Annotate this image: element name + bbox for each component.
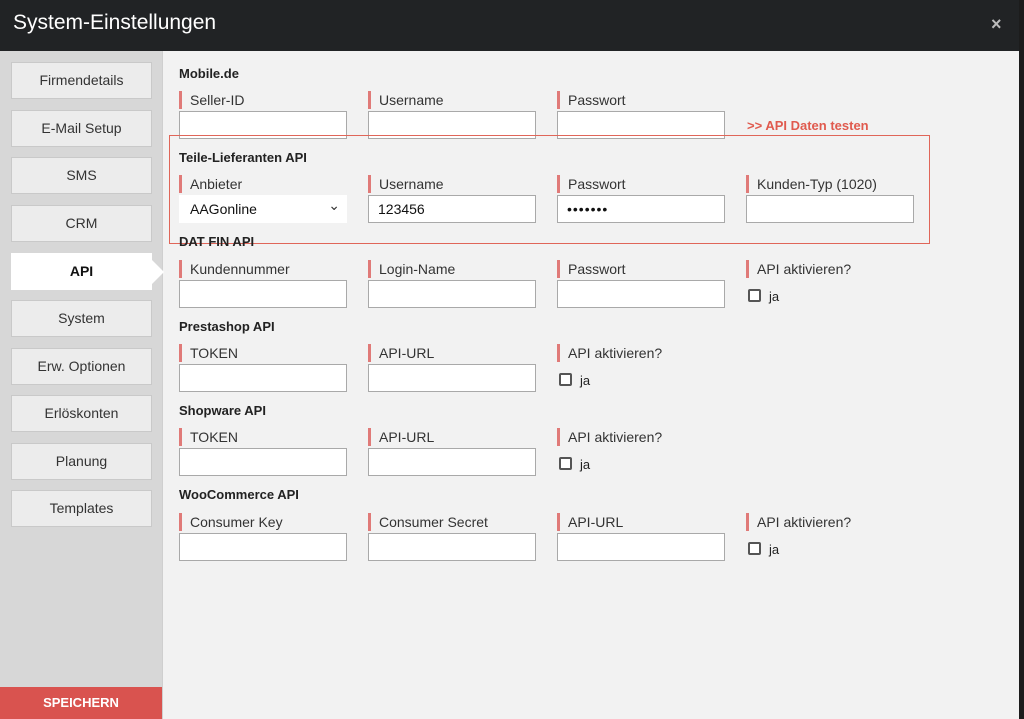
- section-title-prestashop: Prestashop API: [179, 319, 275, 334]
- label-presta-api-aktivieren: API aktivieren?: [557, 344, 662, 362]
- save-button[interactable]: SPEICHERN: [0, 687, 162, 719]
- presta-token-input[interactable]: [179, 364, 347, 392]
- background-strip: [1019, 0, 1024, 719]
- shopware-api-url-input[interactable]: [368, 448, 536, 476]
- label-teile-passwort: Passwort: [557, 175, 626, 193]
- login-name-input[interactable]: [368, 280, 536, 308]
- sidebar-item-sms[interactable]: SMS: [11, 157, 152, 194]
- label-presta-token: TOKEN: [179, 344, 238, 362]
- sidebar-item-erw-optionen[interactable]: Erw. Optionen: [11, 348, 152, 385]
- dat-api-checkbox[interactable]: [748, 289, 761, 302]
- sidebar-item-planung[interactable]: Planung: [11, 443, 152, 480]
- teile-password-input[interactable]: •••••••: [557, 195, 725, 223]
- api-test-link[interactable]: >> API Daten testen: [747, 118, 869, 133]
- label-kundennummer: Kundennummer: [179, 260, 290, 278]
- sidebar-item-email-setup[interactable]: E-Mail Setup: [11, 110, 152, 147]
- label-dat-passwort: Passwort: [557, 260, 626, 278]
- section-title-mobile: Mobile.de: [179, 66, 239, 81]
- label-woo-api-aktivieren: API aktivieren?: [746, 513, 851, 531]
- mobile-password-input[interactable]: [557, 111, 725, 139]
- woo-api-checkbox[interactable]: [748, 542, 761, 555]
- label-seller-id: Seller-ID: [179, 91, 244, 109]
- section-title-dat: DAT FIN API: [179, 234, 255, 249]
- active-indicator-arrow: [152, 260, 164, 284]
- sidebar-item-templates[interactable]: Templates: [11, 490, 152, 527]
- label-kunden-typ: Kunden-Typ (1020): [746, 175, 877, 193]
- sidebar-item-firmendetails[interactable]: Firmendetails: [11, 62, 152, 99]
- label-shopware-api-aktivieren: API aktivieren?: [557, 428, 662, 446]
- label-consumer-secret: Consumer Secret: [368, 513, 488, 531]
- sidebar-item-erloeskonten[interactable]: Erlöskonten: [11, 395, 152, 432]
- kunden-typ-input[interactable]: [746, 195, 914, 223]
- label-anbieter: Anbieter: [179, 175, 242, 193]
- label-presta-api-url: API-URL: [368, 344, 434, 362]
- label-mobile-passwort: Passwort: [557, 91, 626, 109]
- dialog-title: System-Einstellungen: [13, 11, 217, 34]
- sidebar-item-api[interactable]: API: [11, 253, 152, 290]
- label-shopware-token: TOKEN: [179, 428, 238, 446]
- anbieter-selected-value: AAGonline: [190, 201, 257, 217]
- sidebar-item-system[interactable]: System: [11, 300, 152, 337]
- section-title-woocommerce: WooCommerce API: [179, 487, 299, 502]
- kundennummer-input[interactable]: [179, 280, 347, 308]
- label-mobile-username: Username: [368, 91, 444, 109]
- presta-api-url-input[interactable]: [368, 364, 536, 392]
- presta-api-checkbox[interactable]: [559, 373, 572, 386]
- close-icon[interactable]: ×: [991, 14, 1002, 34]
- label-consumer-key: Consumer Key: [179, 513, 283, 531]
- label-teile-username: Username: [368, 175, 444, 193]
- dat-checkbox-label: ja: [769, 289, 780, 304]
- label-woo-api-url: API-URL: [557, 513, 623, 531]
- anbieter-select[interactable]: AAGonline: [179, 192, 347, 223]
- seller-id-input[interactable]: [179, 111, 347, 139]
- shopware-checkbox-label: ja: [580, 457, 591, 472]
- label-shopware-api-url: API-URL: [368, 428, 434, 446]
- section-title-shopware: Shopware API: [179, 403, 266, 418]
- label-login-name: Login-Name: [368, 260, 455, 278]
- consumer-secret-input[interactable]: [368, 533, 536, 561]
- consumer-key-input[interactable]: [179, 533, 347, 561]
- woo-checkbox-label: ja: [769, 542, 780, 557]
- settings-dialog: Firmendetails E-Mail Setup SMS CRM API S…: [0, 51, 1019, 719]
- presta-checkbox-label: ja: [580, 373, 591, 388]
- teile-username-input[interactable]: 123456: [368, 195, 536, 223]
- sidebar-item-crm[interactable]: CRM: [11, 205, 152, 242]
- dialog-titlebar: System-Einstellungen ×: [0, 0, 1019, 51]
- label-dat-api-aktivieren: API aktivieren?: [746, 260, 851, 278]
- shopware-api-checkbox[interactable]: [559, 457, 572, 470]
- settings-sidebar: Firmendetails E-Mail Setup SMS CRM API S…: [0, 51, 163, 719]
- shopware-token-input[interactable]: [179, 448, 347, 476]
- dat-password-input[interactable]: [557, 280, 725, 308]
- mobile-username-input[interactable]: [368, 111, 536, 139]
- section-title-teile: Teile-Lieferanten API: [179, 150, 307, 165]
- woo-api-url-input[interactable]: [557, 533, 725, 561]
